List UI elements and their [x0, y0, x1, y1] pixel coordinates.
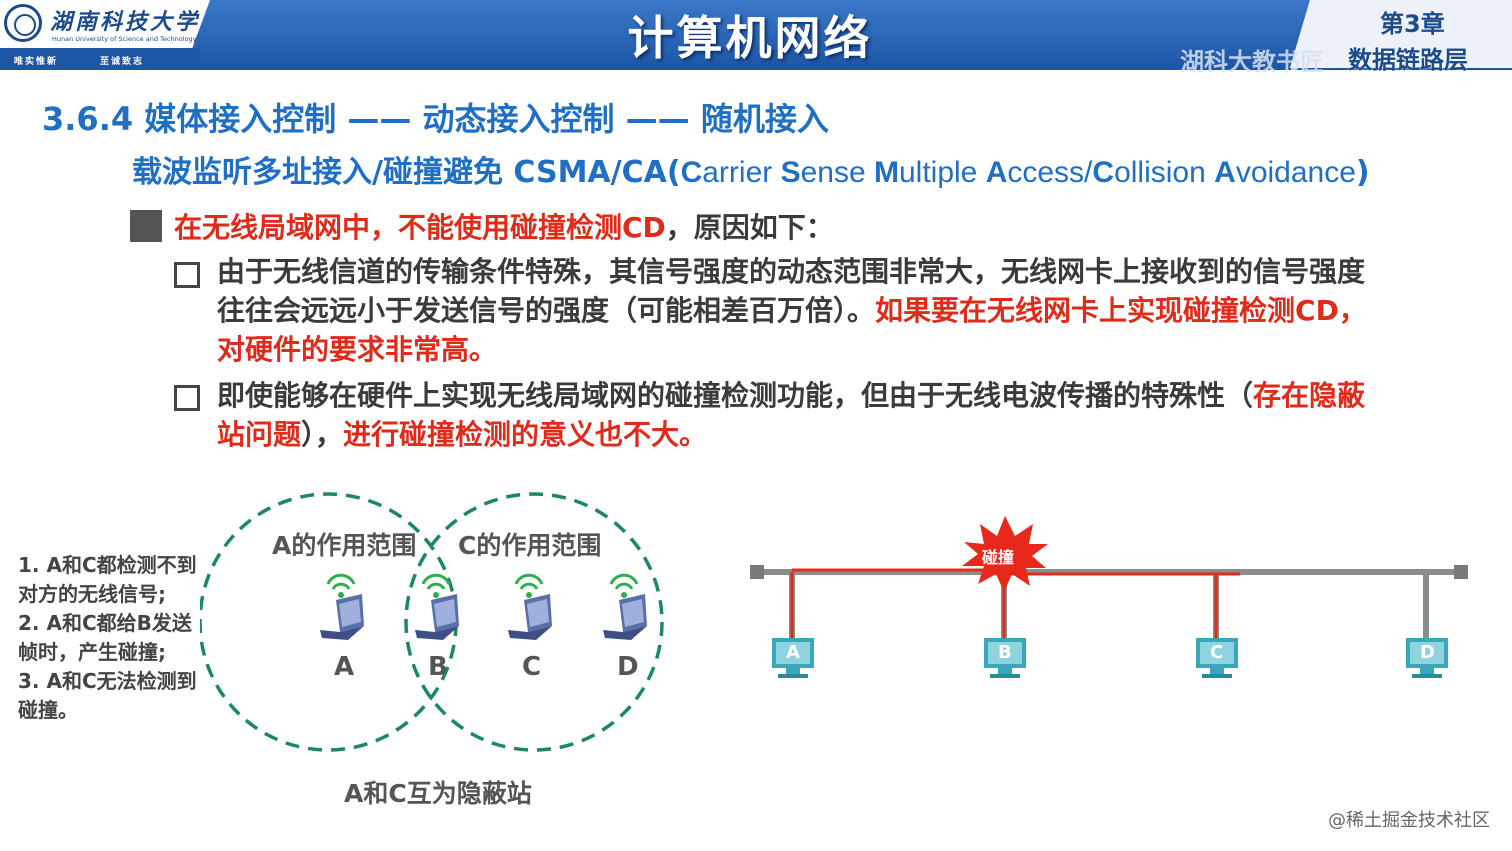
main-point: 在无线局域网中，不能使用碰撞检测CD，原因如下：: [174, 206, 834, 246]
pc-c-icon: [1196, 638, 1238, 678]
section-title: 3.6.4 媒体接入控制 —— 动态接入控制 —— 随机接入: [42, 100, 829, 138]
laptop-b-icon: [415, 573, 459, 640]
laptop-a-icon: [320, 573, 364, 640]
side-note-line: 1. A和C都检测不到: [18, 553, 197, 577]
bus-collision-diagram: [750, 516, 1468, 678]
main-bullet-icon: [130, 210, 162, 242]
reason-2-tail: ），: [301, 418, 344, 451]
pc-label-c: C: [1210, 642, 1224, 663]
pc-label-a: A: [786, 642, 800, 663]
subtitle-close: ): [1355, 155, 1370, 190]
subtitle-en-initial: M: [873, 156, 899, 189]
subtitle-en-rest: voidance: [1235, 156, 1356, 189]
reason-2-emphasis: 存在隐蔽站问题: [217, 379, 1366, 451]
collision-burst-icon: [962, 516, 1048, 592]
reason-2-checkbox-icon: [174, 385, 200, 411]
pc-d-icon: [1406, 638, 1448, 678]
subtitle-en-rest: ultiple: [898, 156, 986, 189]
chapter-number: 第3章: [1380, 10, 1445, 38]
reason-2-text: 即使能够在硬件上实现无线局域网的碰撞检测功能，但由于无线电波传播的特殊性（: [217, 379, 1254, 412]
side-note-line: 3. A和C无法检测到: [18, 669, 197, 693]
section-subtitle: 载波监听多址接入/碰撞避免 CSMA/CA(Carrier Sense Mult…: [132, 147, 1370, 191]
subtitle-cn: 载波监听多址接入/碰撞避免 CSMA/CA(: [132, 155, 681, 190]
hidden-station-caption: A和C互为隐蔽站: [344, 779, 532, 808]
hidden-station-diagram: [200, 492, 664, 752]
subtitle-en-initial: S: [780, 156, 801, 189]
header-banner: 湖南科技大学 Hunan University of Science and T…: [0, 0, 1512, 76]
subtitle-en-initial: A: [1214, 156, 1236, 189]
side-note-line: 帧时，产生碰撞;: [18, 640, 166, 664]
side-note-line: 对方的无线信号;: [18, 582, 166, 606]
subtitle-en-initial: C: [1092, 156, 1115, 189]
header-background: [0, 0, 1512, 70]
range-circle-c: [404, 492, 664, 752]
header-watermark: 湖科大教书匠: [1180, 48, 1324, 76]
subtitle-en-rest: ccess/: [1007, 156, 1093, 189]
motto-right: 至诚致志: [100, 57, 145, 67]
university-name-en: Hunan University of Science and Technolo…: [52, 35, 197, 43]
course-title: 计算机网络: [627, 11, 873, 65]
motto-left: 唯实惟新: [14, 57, 59, 67]
subtitle-en-initial: A: [985, 156, 1008, 189]
reason-1-text: 由于无线信道的传输条件特殊，其信号强度的动态范围非常大，无线网卡上接收到的信号强…: [217, 255, 1366, 327]
chapter-name: 数据链路层: [1348, 46, 1468, 74]
reason-2: 即使能够在硬件上实现无线局域网的碰撞检测功能，但由于无线电波传播的特殊性（存在隐…: [217, 376, 1387, 454]
bus-terminator-right: [1454, 565, 1468, 579]
reason-1-checkbox-icon: [174, 262, 200, 288]
subtitle-en-rest: arrier: [702, 156, 781, 189]
node-label-a: A: [334, 652, 355, 682]
bus-terminator-left: [750, 565, 764, 579]
pc-b-icon: [984, 638, 1026, 678]
reason-1-emphasis: 如果要在无线网卡上实现碰撞检测CD，对硬件的要求非常高。: [217, 294, 1367, 366]
reason-1: 由于无线信道的传输条件特殊，其信号强度的动态范围非常大，无线网卡上接收到的信号强…: [217, 252, 1387, 369]
subtitle-en-initial: C: [680, 156, 703, 189]
pc-label-d: D: [1420, 642, 1435, 663]
node-label-c: C: [522, 652, 542, 682]
collision-label: 碰撞: [982, 548, 1015, 567]
range-label-a: A的作用范围: [272, 531, 417, 560]
footer-watermark: @稀土掘金技术社区: [1328, 810, 1490, 831]
signal-from-a: [790, 568, 1010, 640]
reason-2-emphasis-2: 进行碰撞检测的意义也不大。: [343, 418, 708, 451]
pc-a-icon: [772, 638, 814, 678]
university-name: 湖南科技大学: [50, 9, 201, 35]
subtitle-en: Carrier Sense Multiple Access/Collision …: [681, 156, 1356, 189]
side-note-line: 2. A和C都给B发送: [18, 611, 192, 635]
node-label-d: D: [617, 652, 639, 682]
university-logo-icon: [4, 4, 42, 42]
subtitle-en-rest: ense: [800, 156, 874, 189]
node-label-b: B: [428, 652, 448, 682]
signal-from-c: [996, 572, 1240, 640]
main-point-emphasis: 在无线局域网中，不能使用碰撞检测CD: [174, 211, 666, 244]
side-notes: 1. A和C都检测不到 对方的无线信号; 2. A和C都给B发送 帧时，产生碰撞…: [18, 551, 197, 725]
side-note-line: 碰撞。: [18, 698, 78, 722]
main-point-tail: ，原因如下：: [665, 211, 834, 244]
laptop-c-icon: [508, 573, 552, 640]
pc-label-b: B: [998, 642, 1012, 663]
laptop-d-icon: [603, 573, 647, 640]
range-label-c: C的作用范围: [458, 531, 602, 560]
subtitle-en-rest: ollision: [1114, 156, 1215, 189]
